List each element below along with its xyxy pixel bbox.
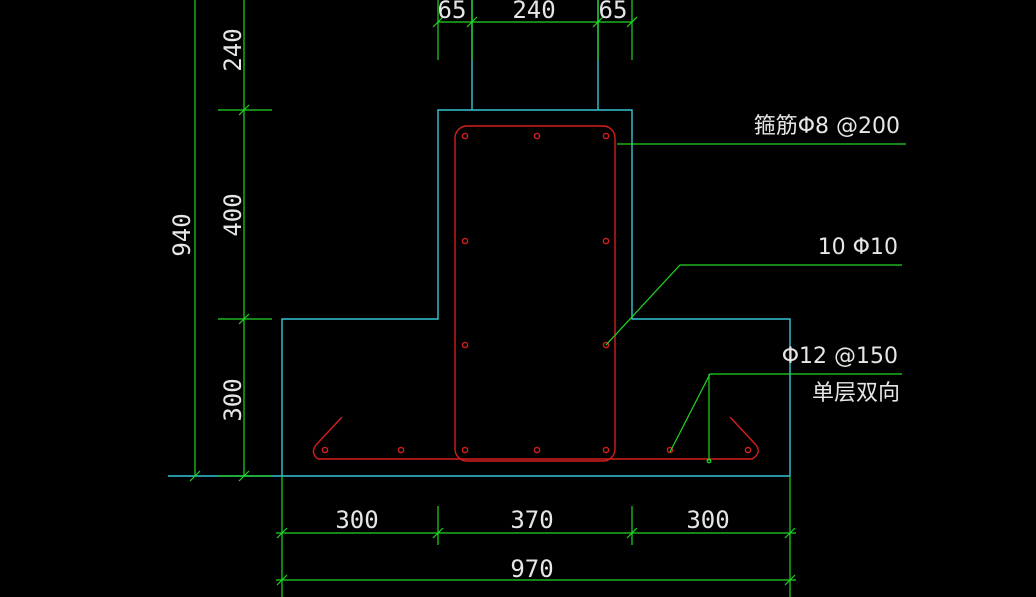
- dim-top-left: 65: [438, 0, 467, 24]
- stirrup-loop: [454, 125, 616, 462]
- rebar-dot: [397, 446, 405, 454]
- left-ticks: [238, 104, 250, 482]
- dimension-lines: [189, 0, 796, 597]
- slab-bar-note: 单层双向: [812, 381, 900, 406]
- rebar-dot: [461, 341, 469, 349]
- longitudinal-leader: [605, 264, 902, 346]
- dim-left-middle: 400: [219, 193, 247, 236]
- dim-left-upper: 240: [219, 28, 247, 71]
- rebar-dot: [666, 446, 674, 454]
- rebar-dots: [321, 132, 752, 454]
- dim-bottom-total: 970: [510, 555, 553, 583]
- top-ticks: [432, 16, 638, 28]
- rebar-dot: [321, 446, 329, 454]
- longitudinal-label: 10 Φ10: [818, 235, 898, 260]
- slab-bar-label: Φ12 @150: [782, 344, 898, 369]
- rebar-dot: [461, 132, 469, 140]
- bottom-total-ticks: [276, 574, 796, 586]
- rebar-dot: [461, 237, 469, 245]
- rebar-dot: [602, 132, 610, 140]
- dim-left-lower: 300: [219, 378, 247, 421]
- rebar-dot: [461, 446, 469, 454]
- concrete-outline: [168, 0, 791, 477]
- rebar-dot: [533, 132, 541, 140]
- dim-bottom-mid: 370: [510, 506, 553, 534]
- slab-bar-leader: [669, 373, 902, 453]
- dim-bottom-right: 300: [686, 506, 729, 534]
- reinforcement: [312, 125, 759, 462]
- stirrup-label: 箍筋Φ8 @200: [754, 114, 900, 139]
- rebar-dot: [602, 341, 610, 349]
- slab-bottom-bar: [312, 416, 759, 460]
- slab-bar-leader-dot: [706, 458, 712, 464]
- dim-top-right: 65: [599, 0, 628, 24]
- rebar-dot: [533, 446, 541, 454]
- rebar-dot: [602, 446, 610, 454]
- left-total-tick: [189, 470, 201, 482]
- dim-top-mid: 240: [512, 0, 555, 24]
- dim-bottom-left: 300: [335, 506, 378, 534]
- rebar-dot: [744, 446, 752, 454]
- rebar-dot: [602, 237, 610, 245]
- dim-left-total: 940: [168, 213, 196, 256]
- leaders: [605, 143, 906, 464]
- bottom-ticks: [276, 527, 796, 539]
- footing-outline: [281, 109, 791, 476]
